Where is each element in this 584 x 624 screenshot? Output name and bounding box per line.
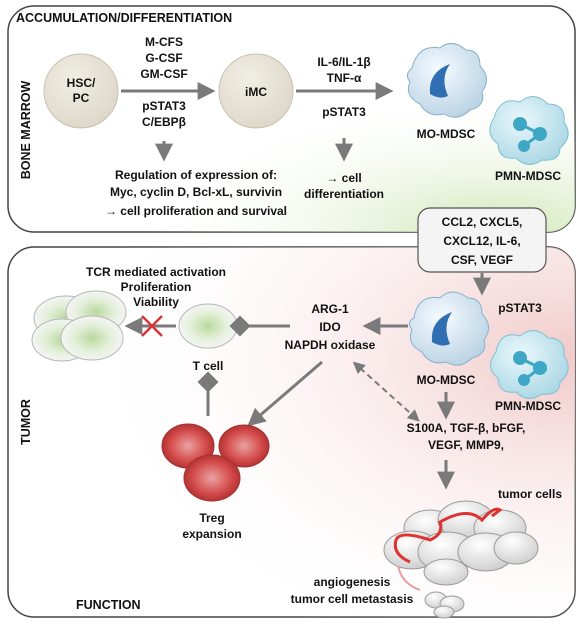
arrow-dashed-bidirectional (352, 361, 420, 422)
tcr-proliferation: Proliferation (121, 280, 192, 294)
hsc-pc-cell (43, 53, 119, 129)
transcription2-pstat3: pSTAT3 (322, 105, 366, 119)
differentiation-line1: → cell (326, 171, 361, 185)
treg-label-line1: Treg (199, 511, 224, 525)
tumor-side-label: TUMOR (19, 399, 33, 445)
pstat3-tumor: pSTAT3 (498, 301, 542, 315)
hsc-label-line2: PC (73, 91, 90, 105)
vessel-fade-line (397, 565, 421, 591)
cytokine-il6-il1b: IL-6/IL-1β (317, 55, 370, 69)
arg1-text: ARG-1 (311, 302, 349, 316)
angiogenesis-line2: tumor cell metastasis (291, 592, 414, 606)
proliferating-tcell-cluster (31, 290, 127, 362)
imc-cell (218, 53, 294, 129)
mo-mdsc-cell-bm (406, 43, 487, 118)
chemokine-line2: CXCL12, IL-6, (443, 234, 520, 248)
regulation-line2: Myc, cyclin D, Bcl-xL, survivin (110, 185, 282, 199)
tumor-cells-label: tumor cells (498, 487, 562, 501)
hsc-label-line1: HSC/ (67, 76, 96, 90)
factors-line1: S100A, TGF-β, bFGF, (407, 421, 526, 435)
tcell-label: T cell (193, 359, 224, 373)
treg-cell-cluster (161, 423, 270, 502)
cytokine-gmcsf: GM-CSF (140, 67, 187, 81)
bone-marrow-side-label: BONE MARROW (19, 81, 33, 180)
bone-marrow-header: ACCUMULATION/DIFFERENTIATION (16, 11, 232, 25)
pmn-mdsc-cell-tumor (490, 330, 569, 399)
angiogenesis-line1: angiogenesis (314, 575, 391, 589)
tcell (178, 303, 238, 349)
regulation-line1: Regulation of expression of: (115, 168, 277, 182)
arrow-arg-to-treg (247, 360, 323, 427)
function-footer: FUNCTION (76, 598, 141, 612)
ido-text: IDO (319, 320, 340, 334)
cytokine-gcsf: G-CSF (145, 51, 182, 65)
transcription-cebpb: C/EBPβ (142, 115, 186, 129)
chemokine-line3: CSF, VEGF (451, 253, 513, 267)
treg-label-line2: expansion (182, 527, 241, 541)
pmn-mdsc-label-bm: PMN-MDSC (495, 169, 561, 183)
mo-mdsc-label-tumor: MO-MDSC (417, 373, 476, 387)
mo-mdsc-cell-tumor (408, 291, 489, 366)
blood-vessel-line (393, 507, 503, 564)
block-cross-icon (141, 315, 163, 337)
pmn-mdsc-label-tumor: PMN-MDSC (495, 399, 561, 413)
chemokine-line1: CCL2, CXCL5, (442, 215, 523, 229)
pmn-mdsc-cell-bm (489, 96, 569, 165)
napdh-text: NAPDH oxidase (285, 338, 376, 352)
migration-chemokine-box (417, 207, 547, 273)
tcr-viability: Viability (133, 295, 179, 309)
differentiation-line2: differentiation (304, 187, 384, 201)
cytokine-mcfs: M-CFS (145, 35, 183, 49)
tcr-activation: TCR mediated activation (86, 265, 226, 279)
factors-line2: VEGF, MMP9, (428, 438, 504, 452)
imc-label: iMC (245, 85, 267, 99)
cytokine-tnfa: TNF-α (327, 71, 362, 85)
mo-mdsc-label-bm: MO-MDSC (417, 127, 476, 141)
regulation-line3: → cell proliferation and survival (105, 204, 287, 218)
transcription-pstat3: pSTAT3 (142, 99, 186, 113)
